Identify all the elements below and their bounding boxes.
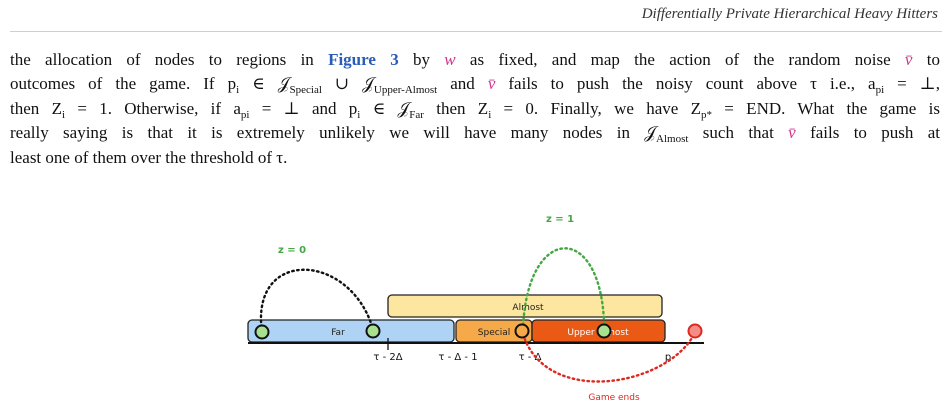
- math-sub: i: [236, 84, 240, 97]
- tick-tau-delta-1: τ - Δ - 1: [438, 352, 477, 363]
- text-run: the allocation of nodes to regions in: [10, 50, 329, 69]
- text-run: by: [398, 50, 445, 69]
- node-upper-almost: [596, 323, 612, 339]
- text-run: and: [437, 74, 488, 94]
- tick-tau-2delta: τ - 2Δ: [373, 352, 402, 363]
- math-sub: Almost: [656, 133, 689, 146]
- z1-label: z = 1: [546, 214, 574, 225]
- z0-label: z = 0: [278, 245, 306, 256]
- text-run: then Z: [10, 98, 62, 118]
- math-sub: i: [488, 108, 492, 121]
- text-run: = 1. Otherwise, if a: [65, 98, 241, 118]
- text-run: really saying is that it is extremely un…: [10, 123, 657, 143]
- tick-tau-delta: τ - Δ: [519, 352, 542, 363]
- text-run: as fixed, and map the action of the rand…: [455, 50, 905, 69]
- text-run: = ⊥,: [884, 74, 940, 94]
- node-game-end: [687, 323, 703, 339]
- z0-arc: [259, 268, 374, 334]
- text-run: ∈ 𝒥: [239, 74, 290, 94]
- math-sub: Far: [409, 108, 424, 121]
- para-line-2: outcomes of the game. If pi ∈ 𝒥Special ∪…: [10, 72, 940, 96]
- far-region: [247, 319, 455, 343]
- math-sub: pi: [875, 84, 885, 97]
- text-run: ∪ 𝒥: [321, 74, 374, 94]
- node-far-end: [365, 323, 381, 339]
- special-label: Special: [478, 328, 510, 338]
- math-v-bar: v̄: [788, 123, 796, 143]
- almost-label: Almost: [512, 303, 544, 313]
- text-run: fails to push at: [795, 123, 940, 143]
- math-v-bar: v̄: [487, 74, 496, 94]
- para-line-5: least one of them over the threshold of …: [10, 147, 288, 167]
- text-run: = ⊥ and p: [249, 98, 358, 118]
- tick-p: p: [665, 352, 671, 363]
- math-sub: Upper-Almost: [373, 84, 438, 97]
- math-sub: i: [357, 108, 361, 121]
- figure-3-link[interactable]: Figure 3: [328, 50, 399, 69]
- running-header: Differentially Private Hierarchical Heav…: [641, 6, 938, 22]
- text-run: ∈ 𝒥: [360, 98, 410, 118]
- game-ends-label: Game ends: [588, 393, 640, 403]
- math-w: w: [444, 50, 456, 69]
- node-special: [514, 323, 530, 339]
- math-sub: p*: [701, 108, 712, 121]
- far-label: Far: [331, 328, 345, 338]
- para-line-3: then Zi = 1. Otherwise, if api = ⊥ and p…: [10, 97, 940, 121]
- text-run: such that: [688, 123, 789, 143]
- text-run: fails to push the noisy count above τ i.…: [495, 74, 876, 94]
- math-v-bar: v̄: [904, 50, 913, 69]
- body-paragraph: the allocation of nodes to regions in Fi…: [10, 48, 940, 170]
- game-ends-arc: [521, 332, 694, 383]
- text-run: = 0. Finally, we have Z: [491, 98, 701, 118]
- math-sub: Special: [289, 84, 322, 97]
- z1-arc: [521, 247, 606, 332]
- math-sub: i: [61, 108, 66, 121]
- text-run: to: [912, 50, 940, 69]
- para-line-4: really saying is that it is extremely un…: [10, 121, 940, 145]
- text-run: outcomes of the game. If p: [10, 74, 237, 94]
- para-line-1: the allocation of nodes to regions in Fi…: [10, 48, 940, 72]
- text-run: = END. What the game is: [712, 98, 940, 118]
- math-sub: pi: [240, 108, 250, 121]
- node-far-start: [254, 324, 270, 340]
- text-run: then Z: [423, 98, 489, 118]
- header-rule: [10, 31, 942, 32]
